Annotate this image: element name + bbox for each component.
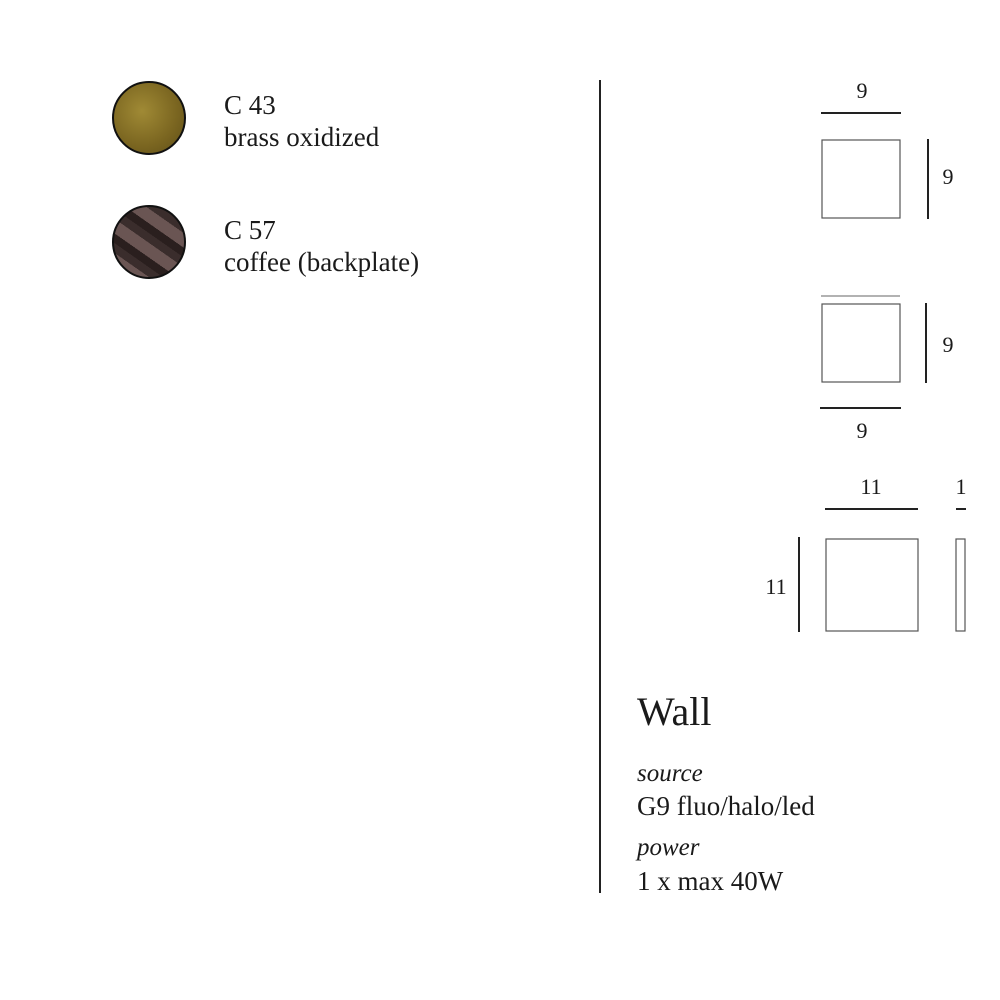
dim-label: 11 [765,574,787,599]
dim-label: 9 [942,332,954,357]
finish-swatch-coffee [112,205,186,279]
finish-swatch-brass [112,81,186,155]
side-view-rect [821,303,901,383]
top-view-rect [821,139,901,219]
finish-name: coffee (backplate) [224,247,420,277]
power-label: power [637,834,700,861]
source-value: G9 fluo/halo/led [637,791,815,821]
finish-coffee: C 57 coffee (backplate) [224,214,419,278]
finish-brass: C 43 brass oxidized [224,89,379,153]
finish-code: C 43 [224,90,276,120]
product-title: Wall [637,689,712,734]
finish-code: C 57 [224,215,276,245]
power-value: 1 x max 40W [637,866,784,896]
dim-label: 1 [955,474,967,499]
dim-label: 9 [856,78,868,103]
finish-name: brass oxidized [224,122,380,152]
dim-label: 11 [860,474,882,499]
source-label: source [637,760,703,787]
backplate-side-rect [955,538,966,632]
dim-label: 9 [942,164,954,189]
dim-label: 9 [856,418,868,443]
backplate-front-rect [825,538,919,632]
